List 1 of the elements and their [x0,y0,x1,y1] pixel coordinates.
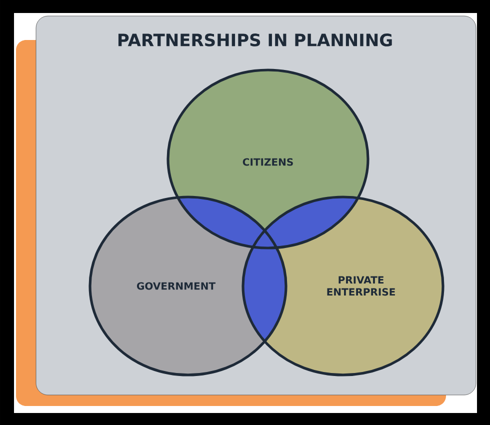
title: PARTNERSHIPS IN PLANNING [118,34,392,46]
